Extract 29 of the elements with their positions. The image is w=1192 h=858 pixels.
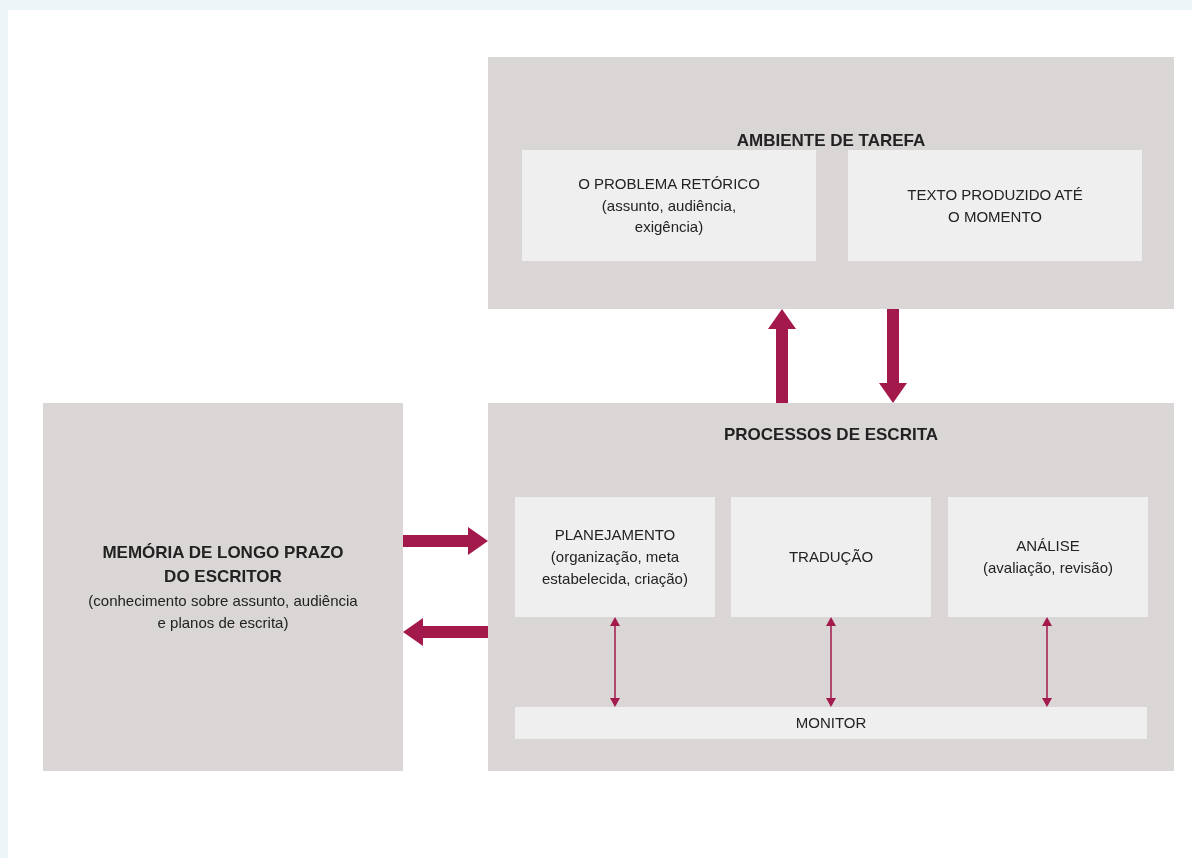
group-panel bbox=[488, 403, 1174, 771]
box-description: (avaliação, revisão) bbox=[982, 558, 1114, 578]
panel-title: AMBIENTE DE TAREFA bbox=[736, 130, 926, 152]
panel-title: PROCESSOS DE ESCRITA bbox=[723, 424, 939, 446]
process-box bbox=[522, 150, 816, 261]
process-box bbox=[515, 497, 715, 617]
box-description: (conhecimento sobre assunto, audiência e planos de escrita) bbox=[87, 590, 359, 633]
process-box bbox=[731, 497, 931, 617]
box-title: TRADUÇÃO bbox=[788, 547, 874, 568]
process-box bbox=[515, 707, 1147, 739]
box-title: ANÁLISE bbox=[1016, 536, 1080, 557]
box-description: (organização, meta estabelecida, criação) bbox=[541, 547, 689, 589]
group-panel bbox=[488, 57, 1174, 309]
arrow bbox=[610, 617, 620, 707]
box-title: MONITOR bbox=[795, 713, 867, 734]
box-title: MEMÓRIA DE LONGO PRAZO DO ESCRITOR bbox=[101, 541, 345, 589]
arrow bbox=[1042, 617, 1052, 707]
arrow bbox=[403, 527, 488, 555]
box-title: O PROBLEMA RETÓRICO bbox=[578, 173, 760, 194]
arrow bbox=[403, 618, 488, 646]
process-box bbox=[848, 150, 1142, 261]
arrow bbox=[879, 309, 907, 403]
box-title: TEXTO PRODUZIDO ATÉ O MOMENTO bbox=[906, 184, 1084, 227]
box-title: PLANEJAMENTO bbox=[554, 525, 676, 546]
arrow bbox=[768, 309, 796, 403]
process-box bbox=[948, 497, 1148, 617]
box-description: (assunto, audiência, exigência) bbox=[600, 195, 738, 238]
process-box bbox=[43, 403, 403, 771]
arrow bbox=[826, 617, 836, 707]
